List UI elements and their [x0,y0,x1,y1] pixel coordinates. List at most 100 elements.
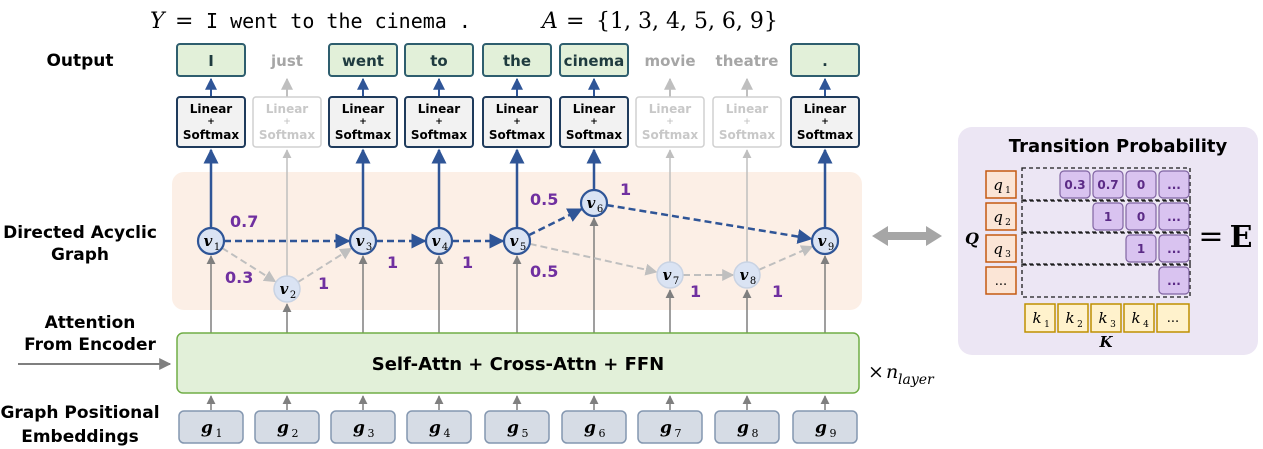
a-equals: = [566,9,584,34]
matrix-cell [1125,234,1157,263]
panel-title: Transition Probability [1009,136,1228,157]
linear-softmax-box-6 [559,96,629,148]
linear-softmax-box-7 [635,96,705,148]
attn-row-label-2: From Encoder [24,335,156,355]
embedding-box-5 [484,410,550,444]
a-symbol: A [540,9,558,34]
output-word-9: . [822,52,828,70]
vertex-subscript-6: 6 [597,204,603,215]
vertex-symbol-6: v [587,194,596,212]
embedding-subscript-7: 7 [675,427,682,440]
embedding-symbol-2: g [277,418,289,438]
top-equation: Y = I went to the cinema . A = {1, 3, 4,… [150,9,778,34]
query-box-4 [985,266,1017,295]
query-ellipsis: ... [995,274,1007,289]
embedding-box-4 [406,410,472,444]
row-labels: Output Directed Acyclic Graph Attention … [0,51,159,447]
key-subscript-1: 1 [1044,320,1050,330]
edge-label-1-3: 0.7 [230,212,258,231]
key-box-2 [1057,303,1089,333]
edge-label-5-6: 0.5 [530,190,558,209]
key-symbol-1: k [1032,309,1041,327]
linear-label: Linear [342,102,385,116]
plus-label: + [666,117,674,127]
edge-label-8-9: 1 [772,282,783,301]
linear-label: Linear [726,102,769,116]
vertex-subscript-2: 2 [290,290,296,301]
matrix-row-frame-3 [1021,231,1191,266]
embedding-symbol-8: g [737,418,749,438]
output-box-5 [482,43,552,77]
plus-label: + [590,117,598,127]
embedding-subscript-5: 5 [522,427,529,440]
output-box-3 [328,43,398,77]
vertex-node-4 [424,226,454,256]
matrix-row-frame-2 [1021,199,1191,234]
alignment-set: {1, 3, 4, 5, 6, 9} [596,9,778,34]
embedding-subscript-1: 1 [216,427,223,440]
query-subscript-1: 1 [1005,186,1011,196]
matrix-cell [1092,202,1124,231]
output-word-5: the [503,52,531,70]
edge-label-3-4: 1 [387,253,398,272]
query-symbol-1: q [993,176,1003,194]
linear-label: Linear [649,102,692,116]
softmax-label: Softmax [566,128,622,142]
key-ellipsis: ... [1167,311,1179,326]
q-label: Q [965,229,979,248]
matrix-cell-value: ... [1167,274,1181,288]
key-subscript-4: 4 [1143,320,1149,330]
vertex-symbol-7: v [663,266,672,284]
output-word-8: theatre [716,52,779,70]
linear-softmax-box-9 [790,96,860,148]
output-box-9 [790,43,860,77]
linear-label: Linear [573,102,616,116]
key-box-4 [1123,303,1155,333]
vertex-node-2 [273,275,301,303]
linear-softmax-box-5 [482,96,552,148]
embedding-box-1 [178,410,244,444]
matrix-cell-value: ... [1167,242,1181,256]
e-label: E [1230,220,1253,255]
attn-row-label-1: Attention [45,313,136,333]
output-box-6 [559,43,629,77]
linear-label: Linear [804,102,847,116]
output-word-2: just [270,52,303,70]
matrix-row-frame-1 [1021,167,1191,202]
linear-label: Linear [418,102,461,116]
vertex-node-9 [810,226,840,256]
embedding-box-3 [330,410,396,444]
key-box-1 [1024,303,1056,333]
matrix-cell-value: ... [1167,178,1181,192]
embedding-symbol-3: g [353,418,365,438]
linear-softmax-box-4 [404,96,474,148]
output-row-label: Output [46,51,113,71]
matrix-cell [1059,170,1091,199]
linear-softmax-box-8 [712,96,782,148]
embedding-box-2 [254,410,320,444]
output-word-4: to [430,52,447,70]
matrix-cell [1125,202,1157,231]
softmax-label: Softmax [489,128,545,142]
edge-label-7-8: 1 [690,282,701,301]
matrix-cell-value: 0 [1137,210,1145,224]
y-symbol: Y [150,9,167,34]
matrix-cell-value: 1 [1137,242,1145,256]
matrix-cell-value: 1 [1104,210,1112,224]
embedding-box-7 [637,410,703,444]
matrix-cell [1158,202,1190,231]
output-word-3: went [342,52,384,70]
times-symbol: × [868,361,884,383]
dag-edge-5-6 [528,208,583,237]
query-subscript-2: 2 [1005,218,1011,228]
embedding-symbol-4: g [429,418,441,438]
vertex-subscript-5: 5 [520,242,526,253]
layer-count: × n layer [868,361,935,388]
embedding-subscript-2: 2 [292,427,299,440]
vertex-symbol-4: v [432,232,441,250]
matrix-cell [1125,170,1157,199]
plus-label: + [435,117,443,127]
